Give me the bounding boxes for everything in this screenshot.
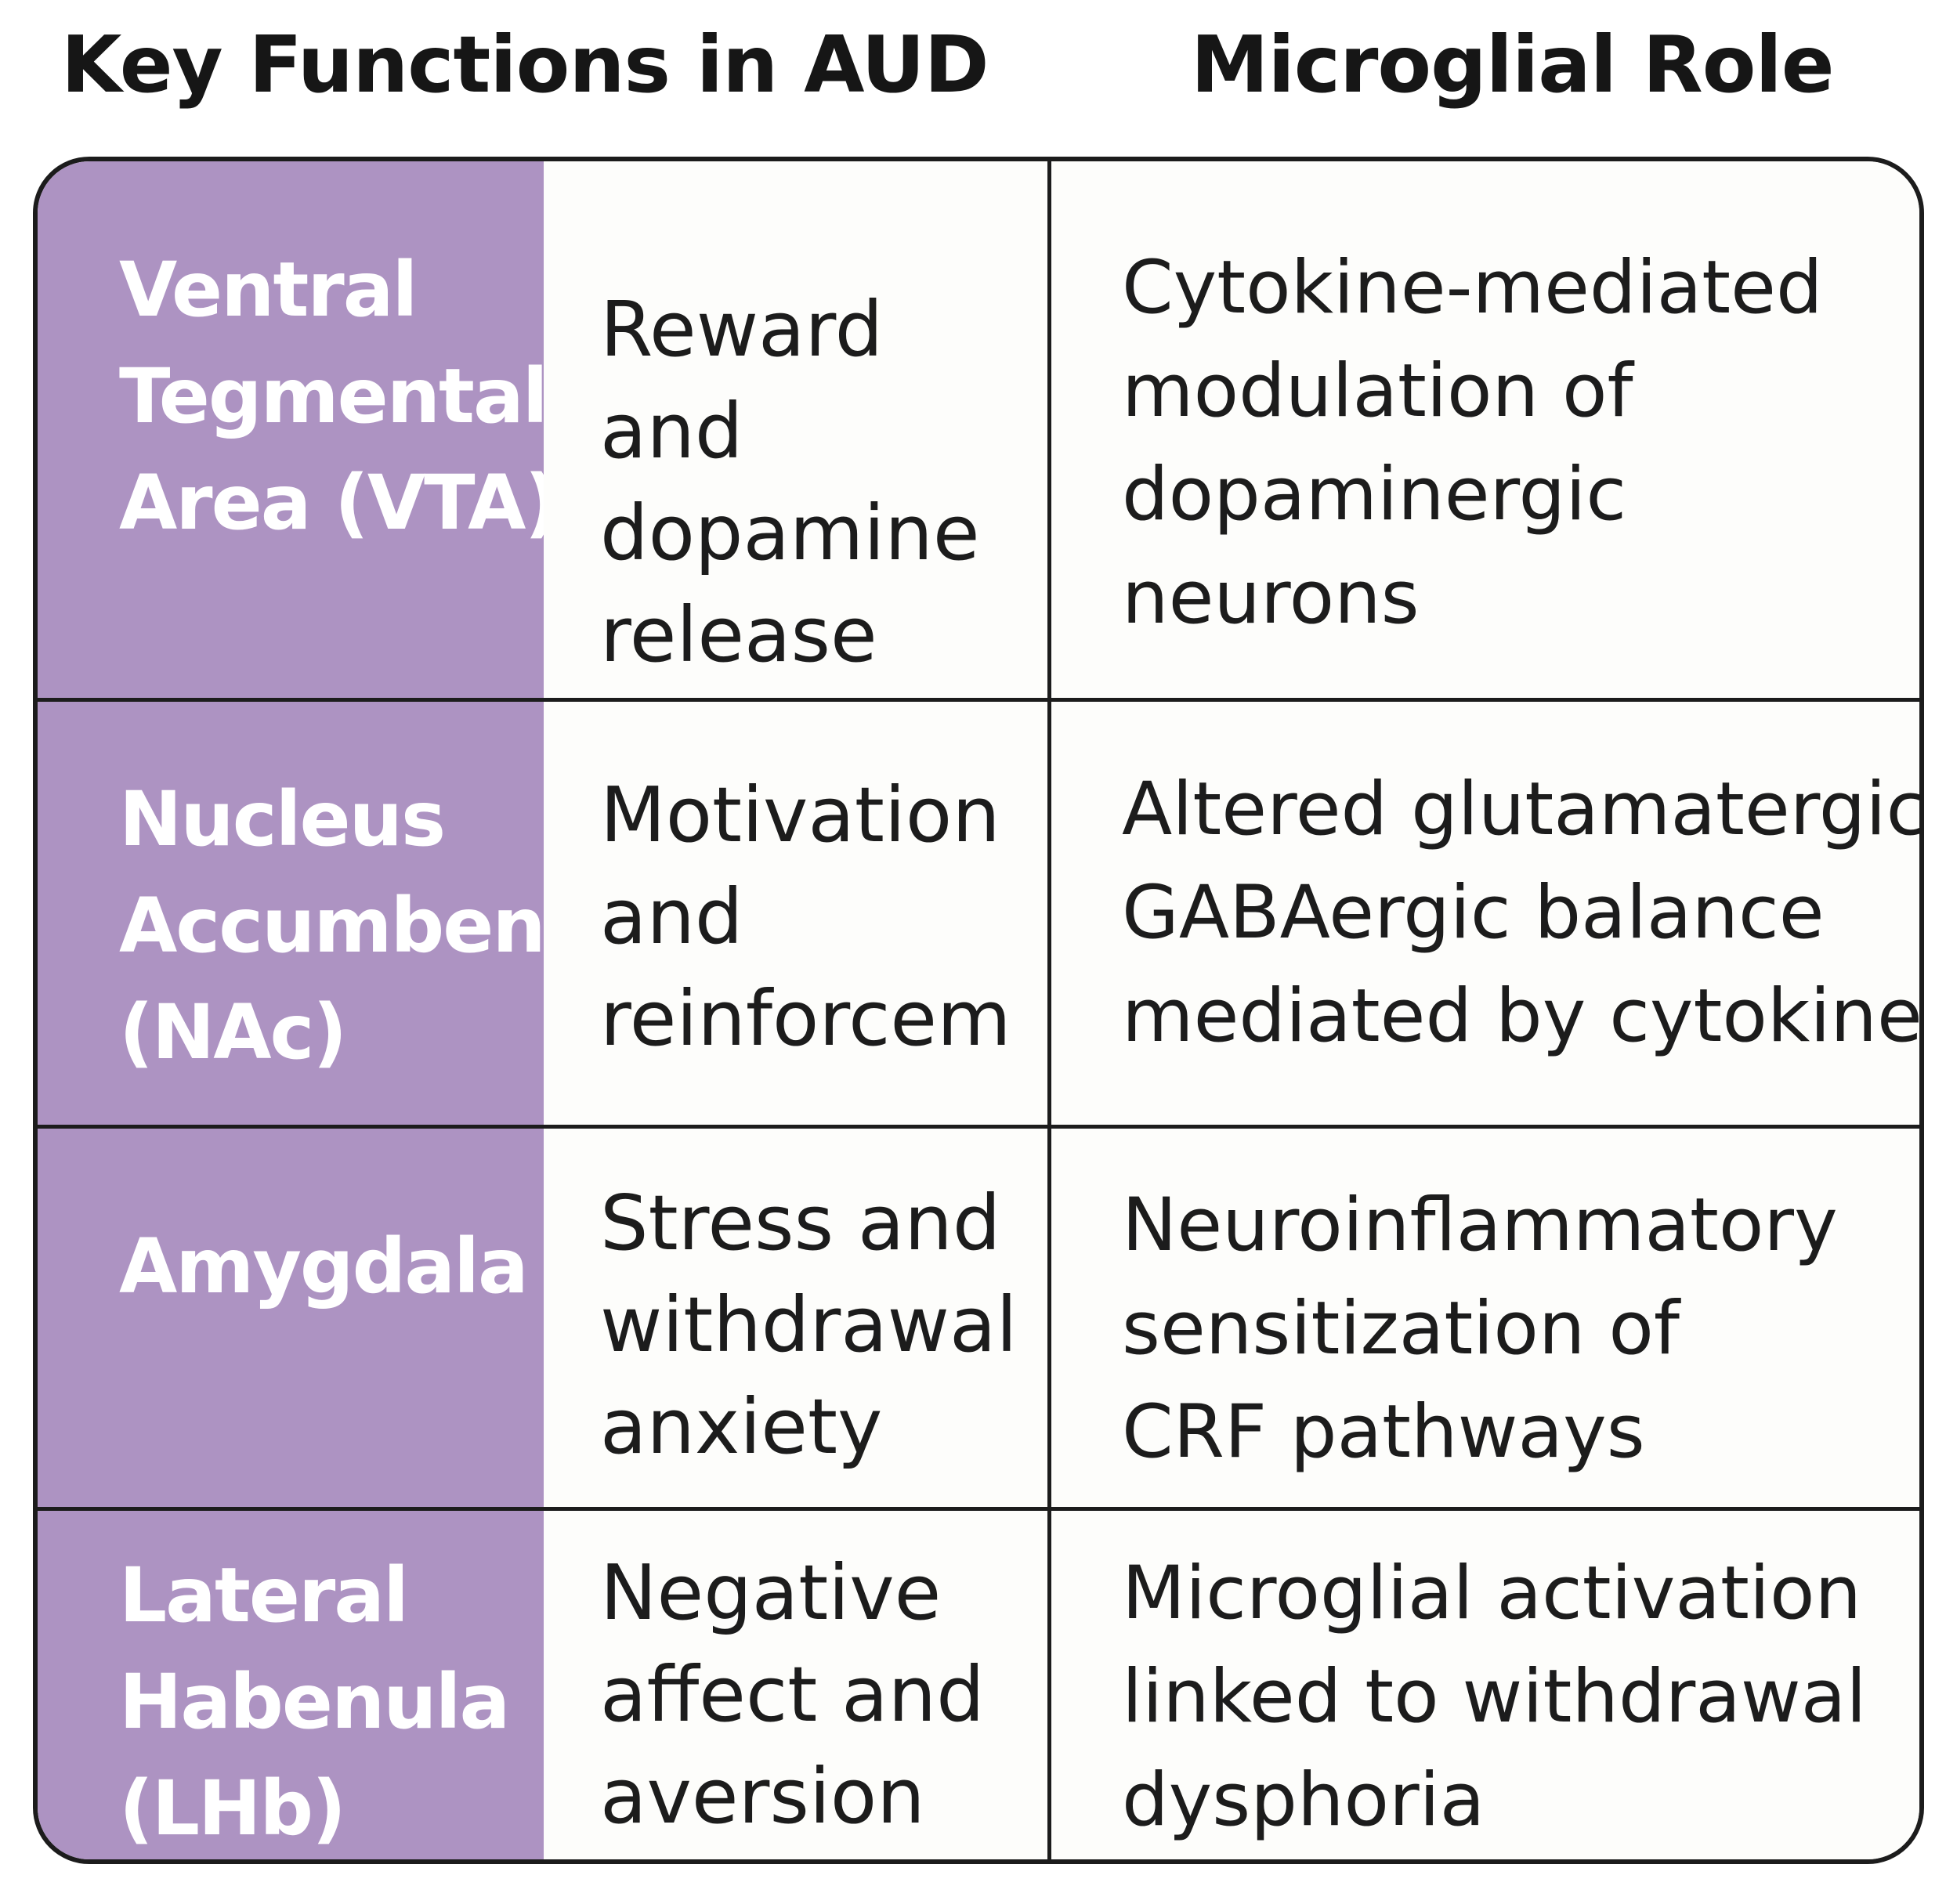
role-text-line: CRF pathways bbox=[1122, 1389, 1645, 1475]
function-text-line: Stress and bbox=[600, 1179, 1001, 1267]
region-cell-lhb: Lateral Habenula (LHb) bbox=[38, 1511, 544, 1859]
microglial-role-header: Microglial Role bbox=[1191, 19, 1835, 110]
region-cell-amygdala: Amygdala bbox=[38, 1129, 544, 1511]
function-cell-nac: Motivation and reinforcem bbox=[544, 702, 1051, 1129]
function-text-line: dopamine bbox=[600, 489, 980, 577]
function-text-line: withdrawal bbox=[600, 1281, 1018, 1369]
region-text-line: (NAc) bbox=[119, 988, 347, 1076]
function-cell-lhb: Negative affect and aversion bbox=[544, 1511, 1051, 1859]
function-cell-vta: Reward and dopamine release bbox=[544, 161, 1051, 702]
function-text-line: reinforcem bbox=[600, 974, 1011, 1063]
role-cell-lhb: Microglial activation linked to withdraw… bbox=[1051, 1511, 1919, 1859]
function-text-line: Negative bbox=[600, 1548, 942, 1637]
role-text-line: Microglial activation bbox=[1122, 1551, 1862, 1636]
role-text-line: Neuroinflammatory bbox=[1122, 1183, 1838, 1268]
region-text-line: Habenula bbox=[119, 1658, 510, 1746]
region-text-line: Amygdala bbox=[119, 1223, 529, 1310]
region-text-line: Lateral bbox=[119, 1552, 409, 1639]
function-cell-amygdala: Stress and withdrawal anxiety bbox=[544, 1129, 1051, 1511]
function-text-line: anxiety bbox=[600, 1382, 883, 1471]
function-text-line: and bbox=[600, 873, 743, 961]
region-text-line: (LHb) bbox=[119, 1765, 346, 1852]
function-text-line: release bbox=[600, 591, 877, 679]
function-text-line: affect and bbox=[600, 1650, 985, 1739]
role-text-line: dopaminergic bbox=[1122, 452, 1627, 537]
role-text-line: modulation of bbox=[1122, 349, 1633, 434]
region-cell-nac: Nucleus Accumbens (NAc) bbox=[38, 702, 544, 1129]
role-cell-amygdala: Neuroinflammatory sensitization of CRF p… bbox=[1051, 1129, 1919, 1511]
region-cell-vta: Ventral Tegmental Area (VTA) bbox=[38, 161, 544, 702]
role-cell-nac: Altered glutamatergic GABAergic balance … bbox=[1051, 702, 1919, 1129]
role-cell-vta: Cytokine-mediated modulation of dopamine… bbox=[1051, 161, 1919, 702]
region-text-line: Nucleus bbox=[119, 775, 446, 863]
region-text-line: Tegmental bbox=[119, 352, 544, 440]
role-text-line: dysphoria bbox=[1122, 1758, 1485, 1843]
role-text-line: neurons bbox=[1122, 555, 1420, 641]
role-text-line: linked to withdrawal bbox=[1122, 1654, 1867, 1740]
role-text-line: Cytokine-mediated bbox=[1122, 245, 1823, 331]
region-text-line: Ventral bbox=[119, 246, 418, 334]
role-text-line: sensitization of bbox=[1122, 1286, 1680, 1371]
brain-region-table: Ventral Tegmental Area (VTA) Reward and … bbox=[33, 157, 1924, 1864]
role-text-line: GABAergic balance bbox=[1122, 870, 1825, 956]
function-text-line: aversion bbox=[600, 1752, 925, 1841]
key-functions-header: Key Functions in AUD bbox=[61, 19, 989, 110]
region-text-line: Accumbens bbox=[119, 882, 544, 970]
function-text-line: Reward bbox=[600, 285, 884, 374]
function-text-line: Motivation bbox=[600, 771, 1000, 859]
region-text-line: Area (VTA) bbox=[119, 459, 544, 547]
function-text-line: and bbox=[600, 387, 743, 475]
role-text-line: mediated by cytokines bbox=[1122, 974, 1919, 1059]
role-text-line: Altered glutamatergic bbox=[1122, 767, 1919, 852]
